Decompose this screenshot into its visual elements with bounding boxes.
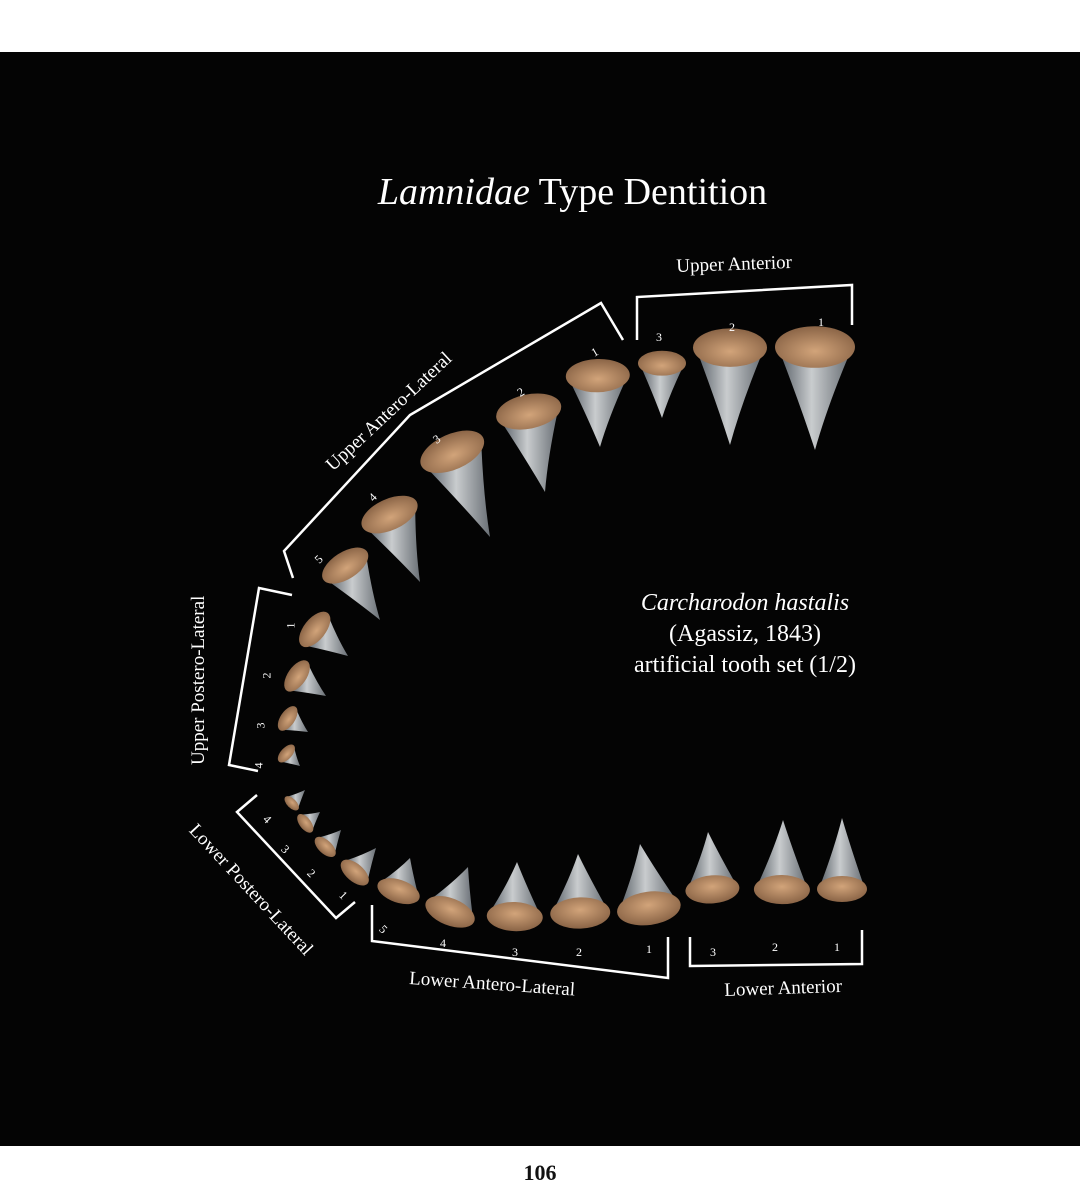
tooth	[284, 660, 326, 696]
tooth-position-number: 4	[440, 936, 446, 950]
tooth-position-number: 4	[251, 762, 266, 769]
tooth-root	[284, 796, 299, 811]
tooth	[377, 858, 420, 905]
tooth-root	[299, 611, 331, 648]
tooth-position-number: 3	[656, 330, 662, 344]
tooth	[775, 326, 855, 450]
tooth	[496, 393, 562, 492]
bracket-lower-anterior	[688, 930, 864, 968]
tooth-root	[775, 326, 855, 368]
tooth-position-number: 3	[512, 945, 518, 959]
tooth-crown	[346, 848, 376, 880]
tooth	[425, 867, 475, 928]
tooth-crown	[641, 368, 683, 418]
tooth-root	[361, 495, 418, 534]
tooth-root	[284, 660, 310, 692]
tooth-root	[322, 547, 369, 584]
tooth-root	[617, 891, 681, 926]
tooth-crown	[491, 862, 539, 912]
bracket-lower-antero-lateral	[370, 905, 670, 980]
tooth-crown	[820, 818, 864, 884]
dentition-photo-plate	[0, 52, 1080, 1146]
tooth-root	[693, 328, 767, 367]
tooth-root	[277, 744, 295, 763]
tooth	[277, 706, 308, 732]
tooth-crown	[781, 355, 849, 450]
tooth	[565, 358, 630, 447]
tooth-root	[277, 706, 298, 731]
tooth	[753, 820, 810, 905]
tooth-root	[425, 895, 475, 928]
tooth	[314, 830, 341, 858]
tooth-crown	[287, 790, 305, 808]
tooth-root	[314, 836, 336, 858]
label-upper-postero-lateral: Upper Postero-Lateral	[188, 595, 209, 765]
tooth-position-number: 1	[646, 942, 652, 956]
tooth-position-number: 2	[259, 672, 274, 679]
tooth	[277, 744, 300, 766]
tooth	[322, 547, 380, 620]
tooth-root	[297, 813, 314, 833]
tooth	[550, 854, 611, 929]
tooth-position-number: 2	[772, 940, 778, 954]
tooth	[299, 611, 348, 656]
tooth-position-number: 3	[253, 722, 268, 729]
tooth	[361, 495, 420, 582]
tooth-root	[817, 876, 867, 902]
tooth-crown	[291, 665, 326, 696]
species-author: (Agassiz, 1843)	[669, 621, 821, 647]
title-rest: Type Dentition	[529, 171, 768, 213]
tooth	[817, 818, 867, 902]
tooth-root	[486, 902, 543, 932]
tooth-position-number: 1	[283, 622, 298, 629]
bracket-upper-anterior	[635, 283, 854, 340]
tooth-position-number: 2	[729, 320, 735, 334]
tooth-crown	[698, 355, 762, 445]
tooth-root	[420, 430, 485, 474]
tooth	[486, 862, 543, 932]
tooth-root	[753, 875, 810, 905]
tooth	[617, 844, 681, 926]
label-lower-anterior: Lower Anterior	[724, 975, 843, 1001]
label-upper-anterior: Upper Anterior	[676, 251, 793, 277]
tooth	[297, 812, 320, 833]
page-title: Lamnidae Type Dentition	[0, 170, 1080, 214]
tooth-position-number: 2	[576, 945, 582, 959]
tooth-crown	[318, 830, 341, 853]
bracket-upper-postero-lateral	[227, 586, 293, 773]
tooth-position-number: 3	[710, 945, 716, 959]
tooth	[340, 848, 376, 886]
bracket-lower-postero-lateral	[235, 794, 356, 920]
species-note: artificial tooth set (1/2)	[634, 652, 856, 678]
bracket-upper-antero-lateral	[282, 301, 625, 579]
tooth-crown	[502, 412, 558, 492]
tooth-crown	[570, 381, 626, 447]
tooth	[693, 328, 767, 445]
title-family-name: Lamnidae	[377, 171, 530, 213]
tooth-root	[550, 897, 611, 929]
tooth	[420, 430, 490, 537]
species-name: Carcharodon hastalis	[640, 590, 850, 616]
tooth-root	[638, 350, 686, 376]
tooth-position-number: 1	[818, 315, 824, 329]
tooth-crown	[306, 618, 348, 656]
species-caption: Carcharodon hastalis (Agassiz, 1843) art…	[560, 588, 930, 681]
tooth-position-number: 1	[834, 940, 840, 954]
tooth-crown	[758, 820, 806, 885]
tooth	[638, 350, 686, 418]
tooth-root	[685, 875, 740, 904]
page-number: 106	[523, 1160, 557, 1185]
tooth-crown	[621, 844, 675, 906]
tooth-root	[377, 878, 420, 905]
tooth-root	[565, 358, 630, 393]
tooth	[685, 832, 740, 904]
tooth-root	[340, 859, 369, 886]
tooth-root	[496, 393, 562, 430]
tooth-crown	[329, 558, 380, 620]
tooth	[284, 790, 305, 811]
tooth-crown	[554, 854, 606, 908]
tooth-crown	[689, 832, 735, 886]
